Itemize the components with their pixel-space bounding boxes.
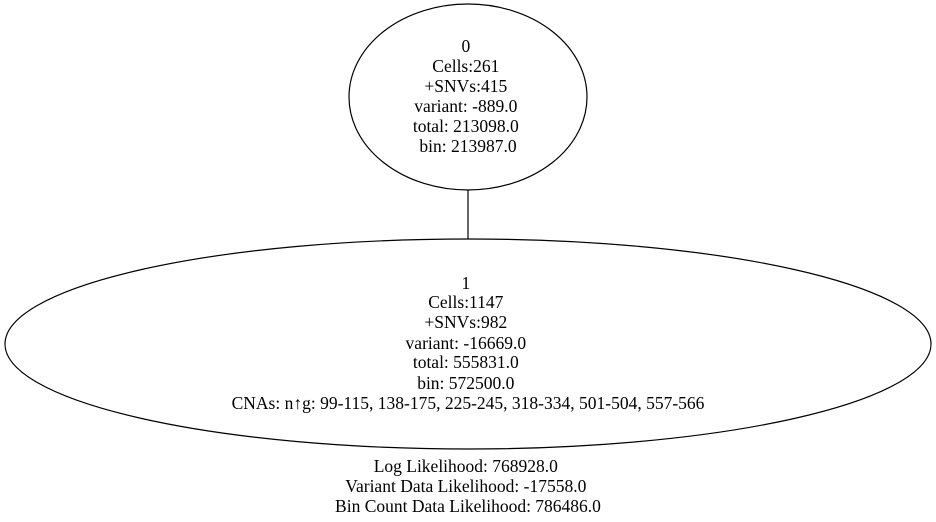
variant-data-likelihood: Variant Data Likelihood: -17558.0: [345, 476, 586, 496]
node-1-snvs: +SNVs:982: [424, 312, 507, 332]
node-1-label: 1 Cells:1147 +SNVs:982 variant: -16669.0…: [232, 273, 705, 413]
node-0-id: 0: [461, 36, 470, 56]
node-0-snvs: +SNVs:415: [424, 76, 507, 96]
node-0-label: 0 Cells:261 +SNVs:415 variant: -889.0 to…: [413, 36, 523, 156]
node-0-variant: variant: -889.0: [414, 96, 517, 116]
log-likelihood: Log Likelihood: 768928.0: [374, 456, 558, 476]
node-0-bin: bin: 213987.0: [419, 136, 516, 156]
node-1-variant: variant: -16669.0: [406, 333, 527, 353]
node-1-cnas: CNAs: n↑g: 99-115, 138-175, 225-245, 318…: [232, 393, 705, 413]
tree-node-0: 0 Cells:261 +SNVs:415 variant: -889.0 to…: [348, 3, 588, 191]
node-1-cells: Cells:1147: [428, 292, 503, 312]
bin-count-data-likelihood: Bin Count Data Likelihood: 786486.0: [335, 496, 601, 516]
likelihood-summary: Log Likelihood: 768928.0 Variant Data Li…: [335, 456, 601, 516]
node-0-ellipse: [348, 3, 588, 191]
tree-node-1: 1 Cells:1147 +SNVs:982 variant: -16669.0…: [4, 238, 932, 450]
node-1-total: total: 555831.0: [413, 352, 519, 372]
node-1-ellipse: [4, 238, 932, 450]
node-1-bin: bin: 572500.0: [417, 373, 514, 393]
node-0-total: total: 213098.0: [413, 116, 519, 136]
node-1-id: 1: [461, 273, 470, 293]
likelihood-summary-text: Log Likelihood: 768928.0 Variant Data Li…: [335, 456, 601, 516]
node-0-cells: Cells:261: [432, 56, 499, 76]
